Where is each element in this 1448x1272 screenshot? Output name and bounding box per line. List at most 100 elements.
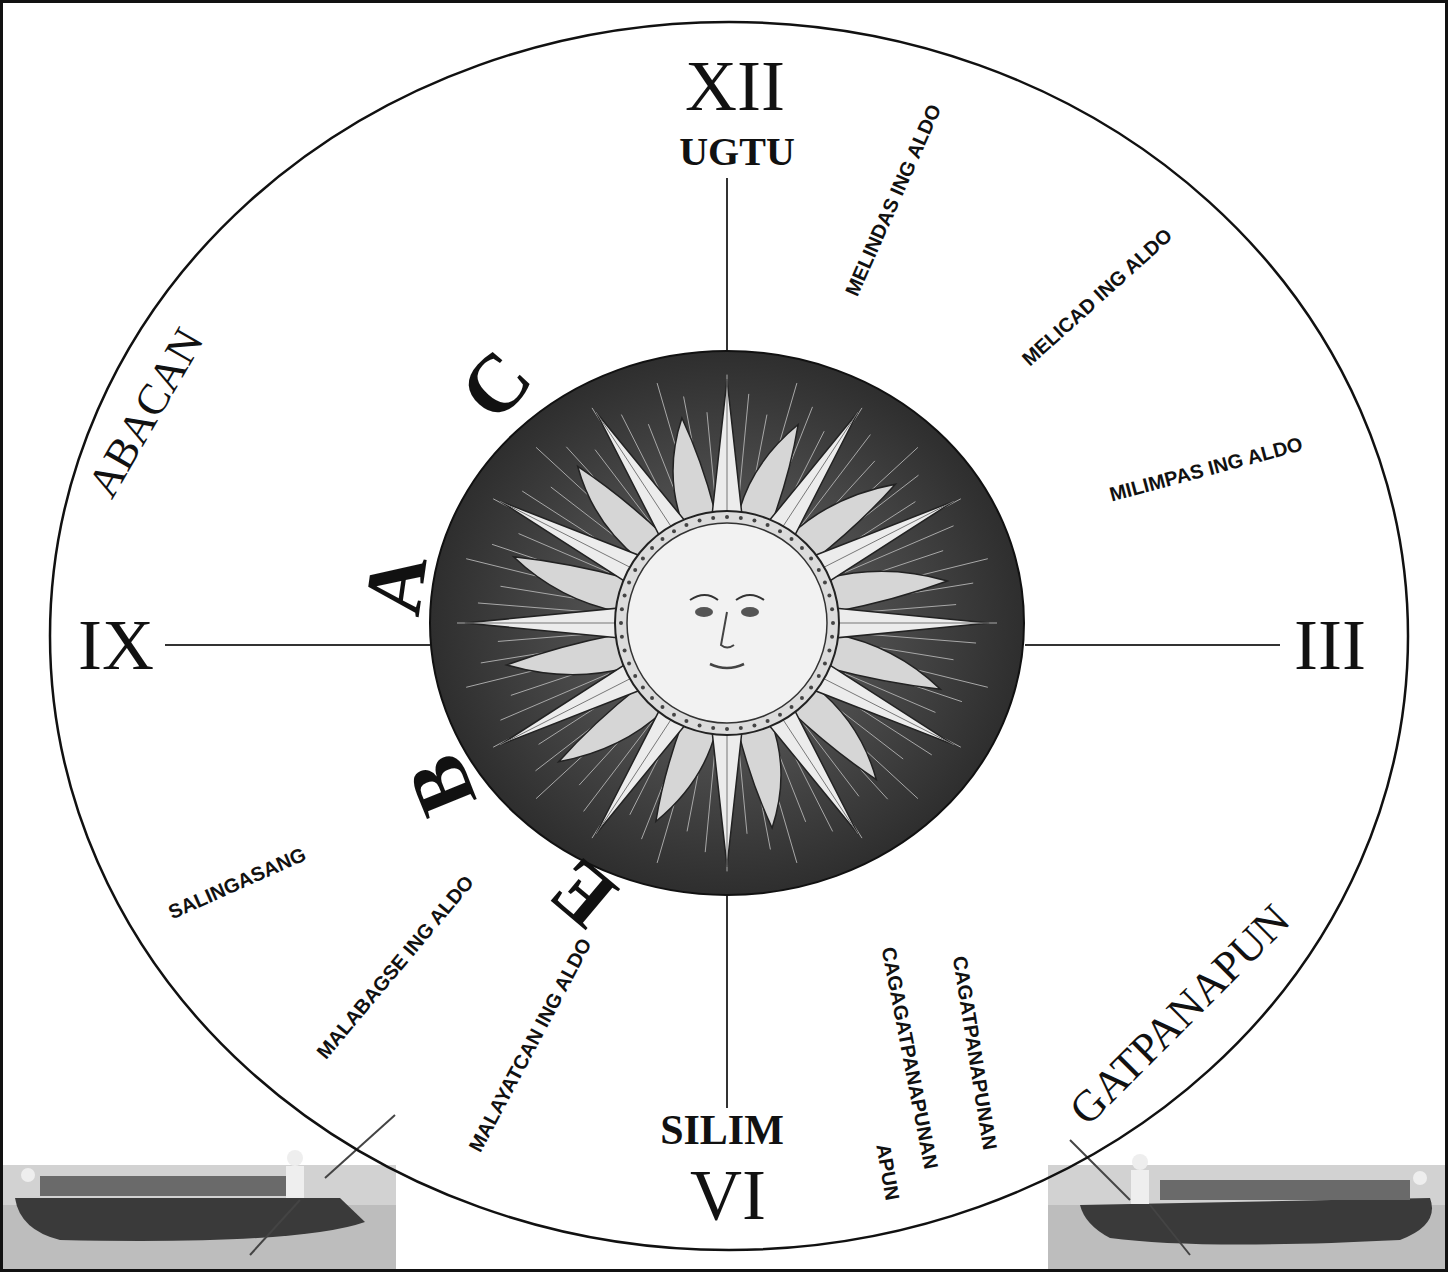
sun-disc xyxy=(430,351,1024,895)
axis-line xyxy=(726,178,728,352)
sun-straight-ray xyxy=(812,663,954,744)
sun-dot xyxy=(672,713,676,717)
sun-dot xyxy=(623,594,627,598)
sector-letter: E xyxy=(536,844,631,942)
sun-dot xyxy=(660,705,664,709)
sun-straight-ray xyxy=(712,730,742,867)
sun-dot xyxy=(817,674,821,678)
sun-straight-ray xyxy=(834,608,989,638)
sun-dot xyxy=(623,648,627,652)
time-name: MALABAGSE ING ALDO xyxy=(313,872,477,1062)
sun-dot xyxy=(800,696,804,700)
sun-dot xyxy=(660,537,664,541)
sun-ray-rib xyxy=(835,623,989,624)
sun-wavy-ray xyxy=(507,634,629,675)
sun-wavy-ray xyxy=(673,418,716,524)
sun-eyebrows xyxy=(690,595,764,600)
sun-dot xyxy=(817,568,821,572)
sun-dot xyxy=(800,546,804,550)
time-name: MELICAD ING ALDO xyxy=(1018,225,1175,369)
sun-ray-rib xyxy=(596,717,673,834)
sun-ray-rib xyxy=(465,623,619,624)
sun-dot xyxy=(627,580,631,584)
sun-dot xyxy=(650,696,654,700)
sun-nose xyxy=(721,612,734,648)
sun-dot xyxy=(711,726,715,730)
sun-ray-rib xyxy=(596,412,673,529)
sun-ray-rib xyxy=(821,501,954,569)
dial-ellipse-line xyxy=(50,22,1408,1250)
sun-dot xyxy=(633,674,637,678)
sun-mouth xyxy=(710,664,744,668)
sun-straight-ray xyxy=(596,708,687,834)
time-name: APUN xyxy=(873,1142,903,1201)
sun-dot xyxy=(620,635,624,639)
sun-straight-ray xyxy=(812,501,954,582)
time-name: CAGATPANAPUNAN xyxy=(950,955,1000,1152)
sun-dot xyxy=(725,515,729,519)
sun-dot xyxy=(778,713,782,717)
sun-dot xyxy=(790,537,794,541)
sun-wavy-ray xyxy=(826,571,948,612)
sun-eye xyxy=(695,607,713,617)
sun-dot xyxy=(725,727,729,731)
sun-dot xyxy=(684,719,688,723)
sun-dot xyxy=(827,648,831,652)
sun-ray-rib xyxy=(500,501,633,569)
hour-numeral: IX xyxy=(78,609,154,681)
hour-numeral: XII xyxy=(685,50,785,122)
sun-straight-ray xyxy=(465,608,620,638)
sun-dot xyxy=(641,686,645,690)
sun-dot xyxy=(809,556,813,560)
sun-dot xyxy=(633,568,637,572)
sun-dot xyxy=(778,529,782,533)
sun-dot xyxy=(739,726,743,730)
sun-dot xyxy=(711,516,715,520)
sun-dot xyxy=(790,705,794,709)
sun-dot xyxy=(830,607,834,611)
sun-dot xyxy=(650,546,654,550)
sun-dot xyxy=(827,594,831,598)
sun-ray-rib xyxy=(781,412,858,529)
sun-straight-ray xyxy=(767,412,858,538)
sun-dot xyxy=(641,556,645,560)
time-name: ABACAN xyxy=(80,322,211,505)
sun-wavy-ray xyxy=(738,722,781,828)
sun-dot xyxy=(619,621,623,625)
sun-dot xyxy=(830,635,834,639)
hour-numeral: VI xyxy=(690,1159,766,1231)
sun-straight-ray xyxy=(500,663,642,744)
sun-ray-rib xyxy=(727,379,728,515)
sun-straight-ray xyxy=(596,412,687,538)
sun-dot xyxy=(698,723,702,727)
sun-dot xyxy=(766,523,770,527)
sector-letter: A xyxy=(351,550,440,620)
sun-dot xyxy=(809,686,813,690)
axis-line xyxy=(1025,644,1280,646)
sun-dot xyxy=(627,662,631,666)
sun-ray-rib xyxy=(727,731,728,867)
axis-line xyxy=(726,895,728,1108)
time-name: CAGAGATPANAPUNAN xyxy=(879,945,942,1171)
sun-dot xyxy=(684,523,688,527)
time-name: SILIM xyxy=(660,1109,784,1151)
sun-ray-rib xyxy=(781,717,858,834)
sun-dot xyxy=(672,529,676,533)
sector-letter: B xyxy=(394,744,491,825)
sun-dot xyxy=(823,580,827,584)
time-name: UGTU xyxy=(679,132,795,172)
sun-straight-ray xyxy=(500,501,642,582)
sun-straight-ray xyxy=(767,708,858,834)
sun-face-ring xyxy=(615,511,839,735)
sun-dot xyxy=(831,621,835,625)
sun-face xyxy=(627,523,827,723)
axis-line xyxy=(165,644,430,646)
time-name: MALAYATCAN ING ALDO xyxy=(465,935,595,1155)
sun-eye xyxy=(741,607,759,617)
sun-dot xyxy=(823,662,827,666)
sun-ray-rib xyxy=(500,677,633,745)
